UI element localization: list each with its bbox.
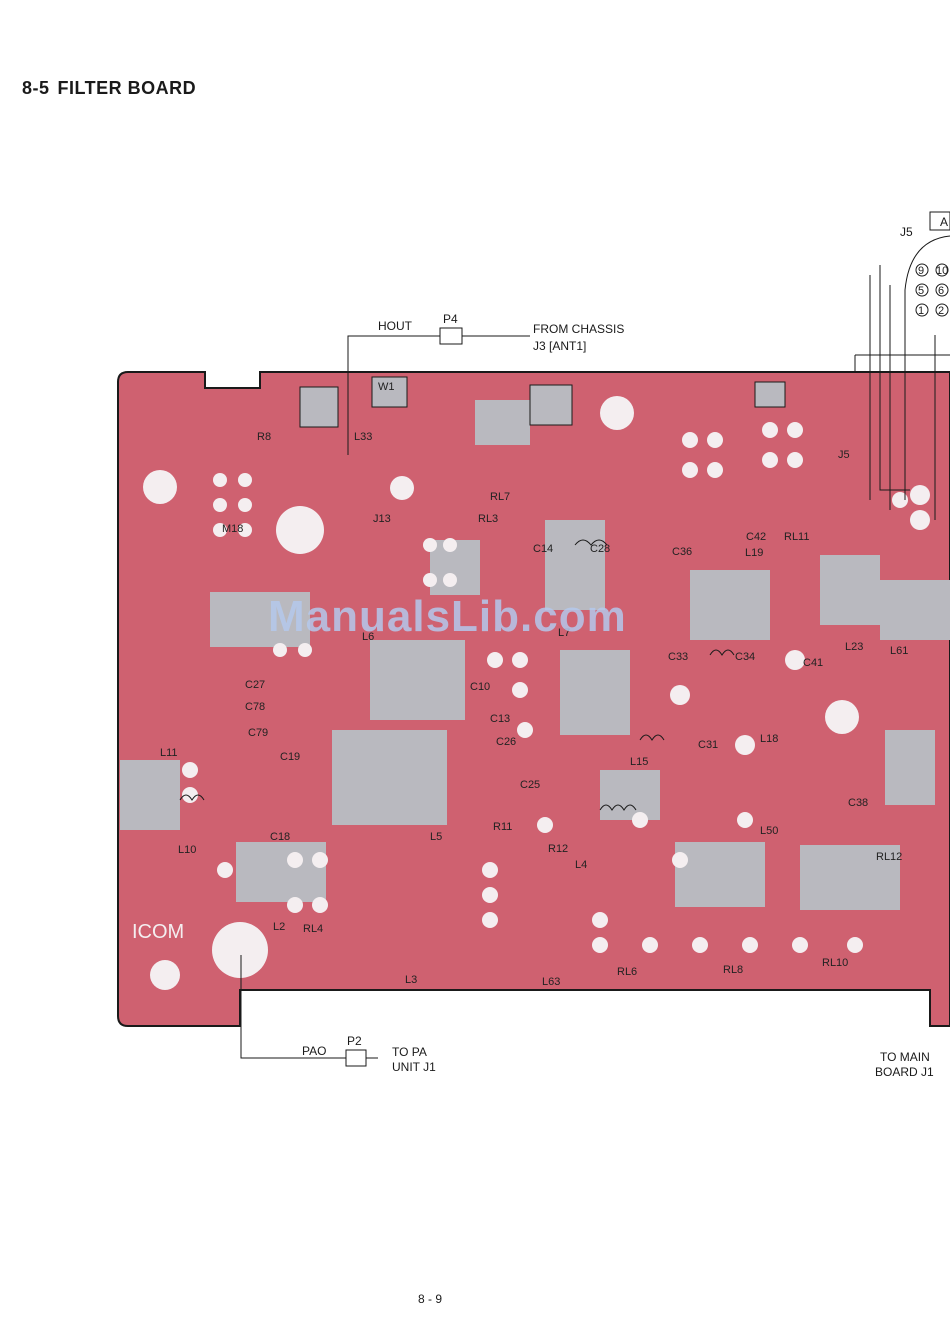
component-label: C34 <box>735 651 755 663</box>
component-label: L15 <box>630 756 648 768</box>
component-label: C38 <box>848 797 868 809</box>
component-label: R11 <box>493 821 512 833</box>
component-label: J5 <box>838 449 850 461</box>
pa-unit-j1-label: UNIT J1 <box>392 1060 436 1074</box>
component-label: C31 <box>698 739 718 751</box>
component-label: RL12 <box>876 851 902 863</box>
component-label: C78 <box>245 701 265 713</box>
component-label: C19 <box>280 751 300 763</box>
component-label: M18 <box>222 523 243 535</box>
section-number: 8-5 <box>22 78 50 98</box>
component-label: L3 <box>405 974 417 986</box>
component-label: C28 <box>590 543 610 555</box>
j5-label: J5 <box>900 225 913 239</box>
p4-connector <box>347 327 530 455</box>
component-label: L63 <box>542 976 560 988</box>
component-label: L5 <box>430 831 442 843</box>
component-label: RL10 <box>822 957 848 969</box>
j5-pin-label: 5 <box>918 285 924 297</box>
j5-wiring <box>854 235 950 520</box>
component-label: RL8 <box>723 964 743 976</box>
component-label: R8 <box>257 431 271 443</box>
component-label: RL4 <box>303 923 323 935</box>
icom-logo: ICOM <box>132 921 184 943</box>
component-label: C42 <box>746 531 766 543</box>
j5-pin-label: 6 <box>938 285 944 297</box>
component-label: RL3 <box>478 513 498 525</box>
section-heading: FILTER BOARD <box>57 78 197 98</box>
component-label: C27 <box>245 679 265 691</box>
p2-connector <box>240 955 378 1067</box>
j3-ant1-label: J3 [ANT1] <box>533 339 586 353</box>
pao-label: PAO <box>302 1044 326 1058</box>
component-footprints <box>299 376 786 428</box>
component-label: C41 <box>803 657 823 669</box>
component-label: L4 <box>575 859 587 871</box>
component-label: C13 <box>490 713 510 725</box>
component-label: RL7 <box>490 491 510 503</box>
component-label: L50 <box>760 825 778 837</box>
component-label: L2 <box>273 921 285 933</box>
j5-pin-label: 9 <box>918 265 924 277</box>
hout-label: HOUT <box>378 319 413 333</box>
component-label: RL6 <box>617 966 637 978</box>
main-board-j1-label: BOARD J1 <box>875 1065 934 1079</box>
component-label: L10 <box>178 844 196 856</box>
watermark: ManualsLib.com <box>268 592 627 641</box>
to-main-label: TO MAIN <box>880 1050 930 1064</box>
component-label: RL11 <box>784 531 809 543</box>
component-label: C33 <box>668 651 688 663</box>
copper-traces <box>120 400 950 910</box>
component-labels: W1 R8 L33 J13 M18 RL7 RL3 C14 C28 C36 C4… <box>160 381 908 988</box>
j5-pin-label: 10 <box>936 265 948 277</box>
component-label: J13 <box>373 513 391 525</box>
component-label: L11 <box>160 747 178 759</box>
page-number: 8 - 9 <box>418 1292 443 1306</box>
component-label: L23 <box>845 641 863 653</box>
j5-pin-label: 2 <box>938 305 944 317</box>
p4-label: P4 <box>443 312 458 326</box>
component-label: L18 <box>760 733 778 745</box>
component-label: L7 <box>558 627 570 639</box>
component-label: C25 <box>520 779 540 791</box>
component-label: W1 <box>378 381 395 393</box>
component-label: L33 <box>354 431 372 443</box>
from-chassis-label: FROM CHASSIS <box>533 322 624 336</box>
to-pa-label: TO PA <box>392 1045 427 1059</box>
component-label: C10 <box>470 681 490 693</box>
section-title: 8-5 FILTER BOARD <box>22 78 196 99</box>
j5-pin-label: 1 <box>918 305 924 317</box>
inductor-coils <box>179 539 735 811</box>
pads <box>143 396 930 990</box>
component-label: L6 <box>362 631 374 643</box>
component-label: C36 <box>672 546 692 558</box>
component-label: C26 <box>496 736 516 748</box>
j5-box <box>929 211 950 231</box>
component-label: C14 <box>533 543 553 555</box>
p2-label: P2 <box>347 1034 362 1048</box>
component-label: R12 <box>548 843 568 855</box>
component-label: L61 <box>890 645 908 657</box>
j5-box-label: A <box>940 215 948 229</box>
component-label: C79 <box>248 727 268 739</box>
component-label: C18 <box>270 831 290 843</box>
component-label: L19 <box>745 547 763 559</box>
j5-pins <box>915 263 949 317</box>
